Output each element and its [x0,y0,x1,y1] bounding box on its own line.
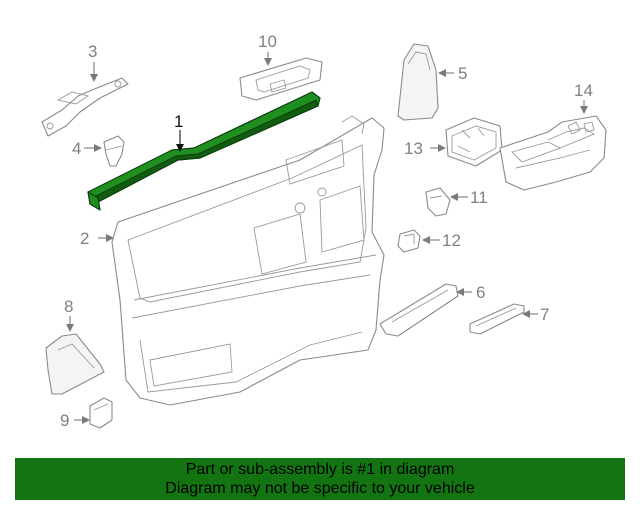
leader-lines [66,52,588,424]
belt-weatherstrip-highlighted [87,91,321,211]
small-handle-part [425,187,451,217]
switch-bezel-part [239,57,323,101]
callout-labels: 1 2 3 4 5 6 7 8 9 10 11 12 13 14 [60,32,593,430]
callout-5: 5 [458,64,467,83]
banner-line-2: Diagram may not be specific to your vehi… [165,480,475,497]
callout-2: 2 [80,229,89,248]
banner-line-1: Part or sub-assembly is #1 in diagram [185,461,455,478]
info-banner: Part or sub-assembly is #1 in diagram Di… [15,458,625,500]
bezel-panel-part [469,303,525,335]
small-switch-part [397,229,421,253]
callout-11: 11 [470,188,488,207]
window-switch-part [445,117,503,167]
callout-14: 14 [574,81,593,100]
bracket-part [41,77,129,137]
master-switch-part [499,115,607,191]
callout-1: 1 [174,112,183,131]
callout-7: 7 [540,305,549,324]
mirror-cover-part [397,43,439,121]
parts-diagram: 1 2 3 4 5 6 7 8 9 10 11 12 13 14 [41,32,607,430]
callout-13: 13 [404,139,423,158]
door-trim-panel [111,115,385,406]
callout-12: 12 [442,231,461,250]
callout-4: 4 [72,139,81,158]
trim-piece-part [45,333,105,395]
callout-3: 3 [88,42,97,61]
callout-6: 6 [476,283,485,302]
cap-part [89,397,113,429]
callout-10: 10 [258,32,277,51]
clip-part [103,135,125,167]
pull-handle-part [379,283,459,337]
callout-9: 9 [60,411,69,430]
callout-8: 8 [64,297,73,316]
